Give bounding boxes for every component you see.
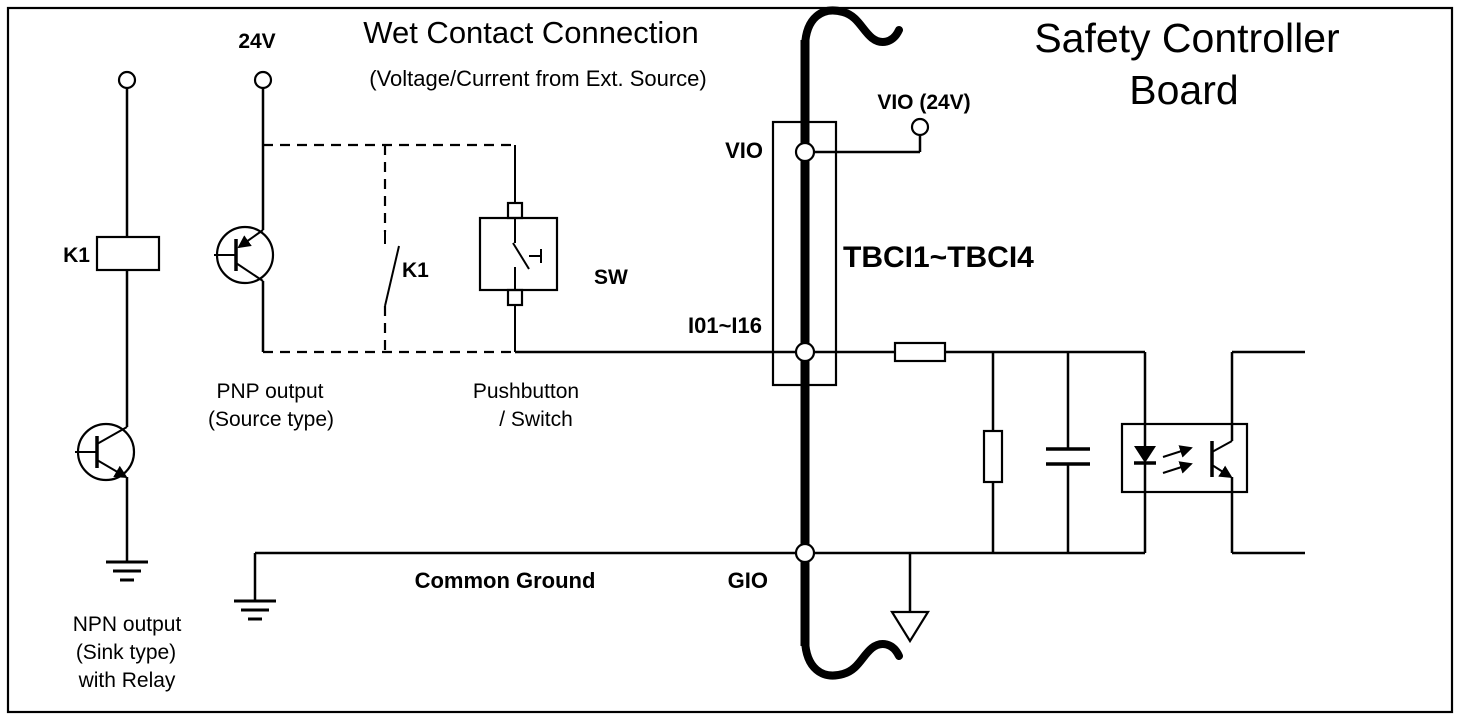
gio-terminal-label: GIO bbox=[728, 568, 768, 593]
terminal-block: VIO I01~I16 GIO TBCI1~TBCI4 bbox=[688, 120, 1034, 593]
common-ground-wire: Common Ground bbox=[234, 551, 1145, 621]
board-title-line1: Safety Controller bbox=[1034, 15, 1339, 61]
terminal-block-label: TBCI1~TBCI4 bbox=[843, 241, 1034, 274]
pushbutton-switch: SW Pushbutton / Switch bbox=[473, 145, 628, 431]
terminal-block-outline bbox=[771, 120, 838, 387]
open-terminal-node bbox=[253, 70, 273, 90]
series-resistor-symbol bbox=[893, 341, 947, 363]
vio-terminal-node bbox=[794, 141, 816, 163]
supply-24v-label: 24V bbox=[238, 30, 275, 53]
pulldown-resistor-branch bbox=[982, 352, 1004, 553]
chassis-ground-branch bbox=[890, 553, 930, 644]
pushbutton-caption-line1: Pushbutton bbox=[473, 380, 579, 403]
switch-k1-label: K1 bbox=[402, 259, 429, 282]
filter-capacitor-branch bbox=[1046, 352, 1090, 553]
led-symbol bbox=[1134, 446, 1156, 463]
phototransistor-symbol bbox=[1210, 440, 1233, 479]
npn-caption-line2: (Sink type) bbox=[76, 641, 176, 664]
io-terminal-label: I01~I16 bbox=[688, 313, 762, 338]
diagram-title: Wet Contact Connection bbox=[363, 15, 698, 50]
npn-relay-branch: K1 NPN output (Sink type) with Relay bbox=[63, 70, 182, 692]
vio-supply-tap: VIO (24V) bbox=[810, 91, 971, 154]
pushbutton-terminal-bottom bbox=[506, 288, 524, 307]
pnp-caption-line1: PNP output bbox=[216, 380, 323, 403]
relay-label: K1 bbox=[63, 244, 90, 267]
resistor-symbol bbox=[982, 429, 1004, 484]
pushbutton-body bbox=[478, 216, 559, 292]
relay-coil-symbol bbox=[95, 235, 161, 272]
common-ground-label: Common Ground bbox=[415, 568, 596, 593]
board-title-line2: Board bbox=[1129, 67, 1238, 113]
pnp-caption-line2: (Source type) bbox=[208, 408, 334, 431]
vio-terminal-label: VIO bbox=[725, 138, 763, 163]
npn-transistor-symbol bbox=[75, 422, 136, 482]
pnp-branch: 24V PNP output (Source type) bbox=[208, 30, 334, 431]
pnp-transistor-symbol bbox=[214, 225, 275, 285]
dashed-wiring bbox=[263, 143, 515, 354]
npn-caption-line1: NPN output bbox=[73, 613, 182, 636]
vio-supply-label: VIO (24V) bbox=[877, 91, 970, 114]
light-arrow bbox=[1162, 445, 1193, 458]
earth-ground-icon bbox=[234, 599, 276, 621]
sw-label: SW bbox=[594, 266, 628, 289]
gio-terminal-node bbox=[794, 542, 816, 564]
npn-caption-line3: with Relay bbox=[78, 669, 176, 692]
diagram-border bbox=[6, 6, 1454, 714]
diagram-subtitle: (Voltage/Current from Ext. Source) bbox=[369, 66, 706, 91]
io-terminal-node bbox=[794, 341, 816, 363]
board-input-circuit bbox=[810, 341, 1305, 644]
optocoupler-body bbox=[1120, 422, 1249, 494]
earth-ground-icon bbox=[106, 560, 148, 582]
chassis-ground-icon bbox=[890, 610, 930, 644]
open-terminal-node bbox=[910, 117, 930, 137]
optocoupler-symbol bbox=[1120, 352, 1249, 553]
switch-blade bbox=[384, 245, 400, 307]
pushbutton-contact-symbol bbox=[512, 218, 542, 290]
open-terminal-node bbox=[117, 70, 137, 90]
isolated-output-wires bbox=[1230, 350, 1305, 555]
break-symbol-bottom bbox=[801, 636, 903, 680]
relay-contact-k1: K1 bbox=[384, 232, 429, 307]
light-arrow bbox=[1162, 461, 1193, 474]
pushbutton-terminal-top bbox=[506, 201, 524, 220]
pushbutton-caption-line2: / Switch bbox=[499, 408, 573, 431]
break-symbol-top bbox=[801, 6, 903, 50]
